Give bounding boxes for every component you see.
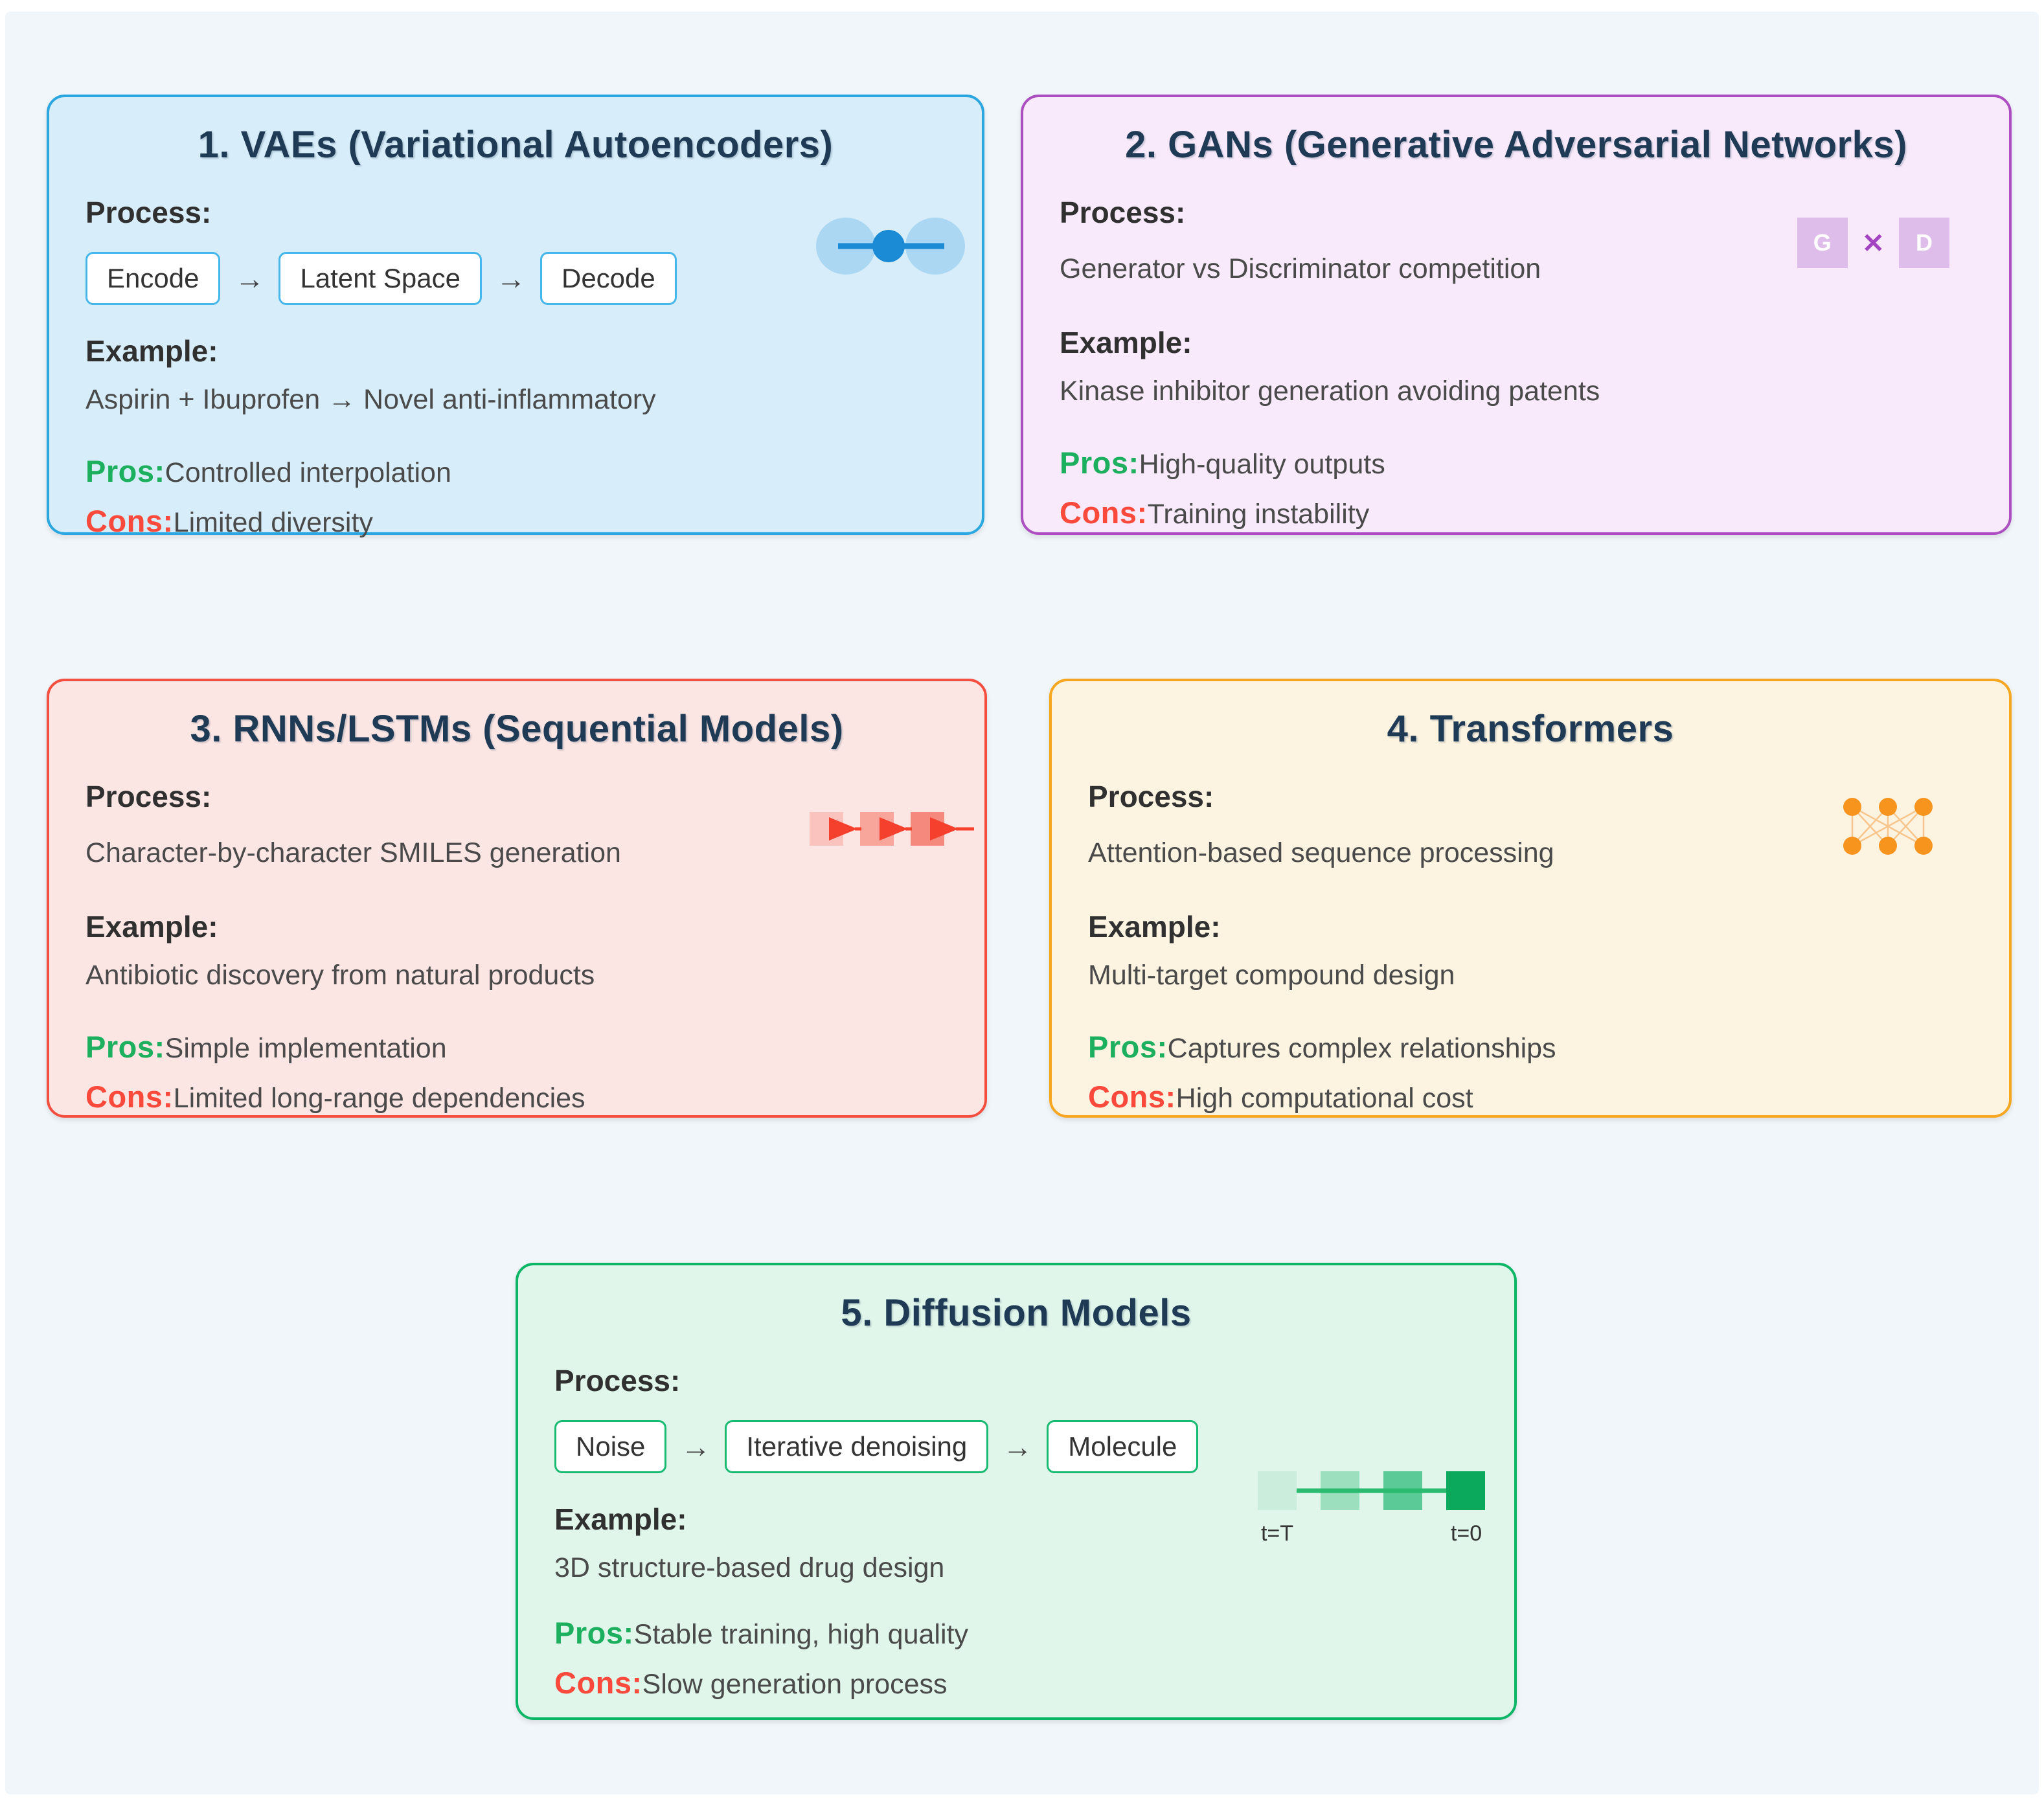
example-text: Aspirin + Ibuprofen → Novel anti-inflamm… [85, 384, 656, 415]
card-title-transformers: 4. Transformers [1387, 708, 1674, 750]
card-title-rnns: 3. RNNs/LSTMs (Sequential Models) [190, 708, 844, 750]
cons-line: Cons:Limited long-range dependencies [85, 1079, 948, 1114]
card-title-gans: 2. GANs (Generative Adversarial Networks… [1125, 124, 1907, 166]
example-label: Example: [85, 334, 218, 368]
card-title-diffusion: 5. Diffusion Models [841, 1292, 1192, 1334]
process-label: Process: [554, 1364, 681, 1397]
example-label: Example: [1060, 326, 1192, 359]
arrow-icon: → [495, 262, 526, 295]
cons-text: Limited diversity [173, 507, 373, 538]
cons-label: Cons: [1088, 1079, 1176, 1114]
card-transformers: 4. Transformers Process: Attention-based… [1049, 679, 2012, 1118]
arrow-icon: → [681, 1430, 711, 1463]
pros-text: Simple implementation [165, 1033, 447, 1064]
arrow-icon: → [1003, 1430, 1033, 1463]
pros-line: Pros:Stable training, high quality [554, 1615, 1478, 1651]
cons-text: Training instability [1147, 499, 1370, 530]
pros-label: Pros: [1088, 1030, 1168, 1064]
process-flow: Encode → Latent Space → Decode [85, 252, 946, 305]
card-rnns-lstms: 3. RNNs/LSTMs (Sequential Models) Proces… [47, 679, 987, 1118]
example-label: Example: [85, 910, 218, 944]
pros-label: Pros: [1060, 446, 1139, 480]
pros-text: Stable training, high quality [633, 1619, 968, 1650]
discriminator-box: D [1899, 218, 1949, 268]
flow-step-decode: Decode [539, 252, 677, 305]
cons-text: Limited long-range dependencies [173, 1083, 585, 1114]
pros-line: Pros:High-quality outputs [1060, 445, 1973, 480]
process-text: Character-by-character SMILES generation [85, 837, 621, 868]
process-label: Process: [85, 196, 212, 229]
process-text: Attention-based sequence processing [1088, 837, 1554, 868]
example-label: Example: [554, 1502, 687, 1536]
process-label: Process: [85, 780, 212, 813]
process-label: Process: [1060, 196, 1186, 229]
cons-label: Cons: [85, 504, 174, 538]
example-label: Example: [1088, 910, 1221, 944]
pros-line: Pros:Simple implementation [85, 1029, 948, 1065]
cons-line: Cons:High computational cost [1088, 1079, 1973, 1114]
denoising-timeline-icon: t=T t=0 [1258, 1471, 1486, 1546]
arrow-icon: → [234, 262, 265, 295]
cons-label: Cons: [1060, 495, 1148, 530]
card-title-vaes: 1. VAEs (Variational Autoencoders) [198, 124, 834, 166]
process-label: Process: [1088, 780, 1214, 813]
pros-text: High-quality outputs [1139, 449, 1385, 480]
card-vaes: 1. VAEs (Variational Autoencoders) Proce… [47, 95, 984, 538]
example-text: 3D structure-based drug design [554, 1552, 945, 1583]
cons-text: High computational cost [1175, 1083, 1473, 1114]
timestep-end-label: t=0 [1450, 1521, 1482, 1546]
versus-x-icon: ✕ [1861, 227, 1885, 258]
pros-label: Pros: [85, 1030, 165, 1064]
example-text: Kinase inhibitor generation avoiding pat… [1060, 376, 1600, 407]
cons-label: Cons: [85, 1079, 174, 1114]
flow-step-latent-space: Latent Space [278, 252, 482, 305]
pros-label: Pros: [85, 454, 165, 488]
card-gans: 2. GANs (Generative Adversarial Networks… [1021, 95, 2012, 535]
sequence-arrows-icon [810, 809, 977, 852]
cons-line: Cons:Training instability [1060, 495, 1973, 530]
pros-line: Pros:Controlled interpolation [85, 453, 946, 489]
process-flow: Noise → Iterative denoising → Molecule [554, 1420, 1478, 1473]
gan-generator-discriminator-icon: G ✕ D [1797, 218, 1949, 268]
example-text: Multi-target compound design [1088, 960, 1455, 991]
process-text: Generator vs Discriminator competition [1060, 253, 1541, 284]
flow-step-iterative-denoising: Iterative denoising [725, 1420, 989, 1473]
flow-step-noise: Noise [554, 1420, 667, 1473]
pros-label: Pros: [554, 1616, 634, 1650]
attention-network-icon [1842, 797, 1934, 859]
timestep-labels: t=T t=0 [1258, 1521, 1486, 1546]
timestep-start-label: t=T [1260, 1521, 1294, 1546]
cons-line: Cons:Slow generation process [554, 1665, 1478, 1701]
flow-step-encode: Encode [85, 252, 221, 305]
pros-text: Captures complex relationships [1167, 1033, 1556, 1064]
card-diffusion-models: 5. Diffusion Models Process: Noise → Ite… [516, 1263, 1517, 1720]
pros-line: Pros:Captures complex relationships [1088, 1029, 1973, 1065]
cons-label: Cons: [554, 1666, 642, 1700]
cons-text: Slow generation process [642, 1669, 948, 1700]
example-text: Antibiotic discovery from natural produc… [85, 960, 595, 991]
generator-box: G [1797, 218, 1848, 268]
vae-latent-space-icon [816, 215, 965, 280]
pros-text: Controlled interpolation [165, 457, 451, 488]
flow-step-molecule: Molecule [1047, 1420, 1199, 1473]
cons-line: Cons:Limited diversity [85, 503, 946, 539]
